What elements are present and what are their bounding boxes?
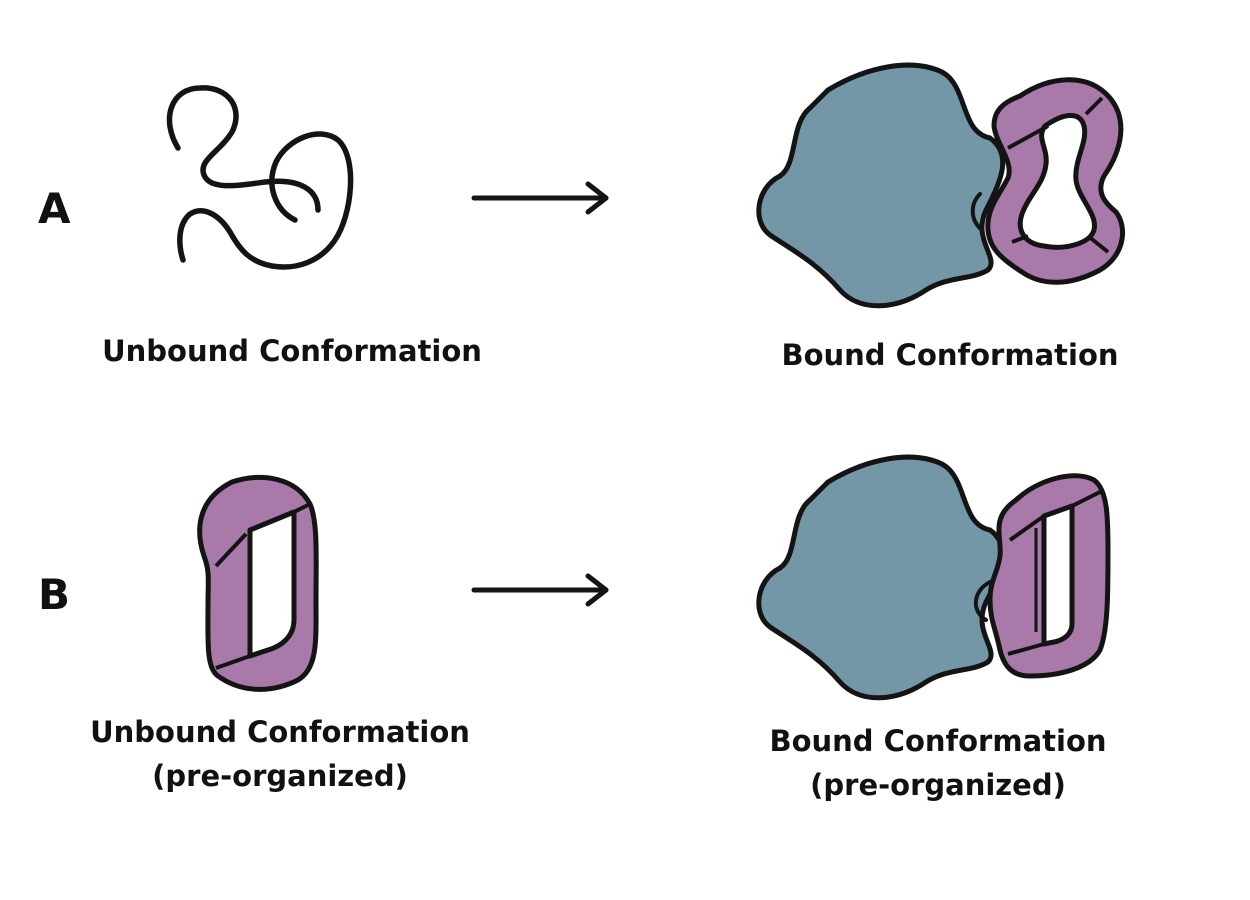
cyclic-peptide-icon: [974, 473, 1111, 679]
random-coil-icon: [166, 85, 354, 270]
row-a-letter: A: [38, 184, 71, 233]
row-b-bound-label: Bound Conformation (pre-organized): [760, 719, 1116, 807]
row-b-unbound-label: Unbound Conformation (pre-organized): [84, 710, 476, 798]
protein-blob-icon: [756, 62, 1006, 309]
cyclic-peptide-icon: [197, 474, 319, 692]
arrow-right-icon: [471, 181, 609, 215]
row-b-unbound-label-line2: (pre-organized): [152, 759, 408, 793]
row-a-bound-label: Bound Conformation: [781, 338, 1119, 372]
row-a-unbound-label: Unbound Conformation: [102, 334, 482, 368]
row-b-bound-label-line2: (pre-organized): [810, 768, 1066, 802]
row-b-unbound-label-line1: Unbound Conformation: [90, 715, 470, 749]
protein-blob-icon: [756, 454, 1006, 701]
row-b-letter: B: [38, 570, 71, 619]
arrow-right-icon: [471, 573, 609, 607]
cyclic-peptide-icon: [970, 77, 1126, 285]
row-b-bound-label-line1: Bound Conformation: [769, 724, 1107, 758]
